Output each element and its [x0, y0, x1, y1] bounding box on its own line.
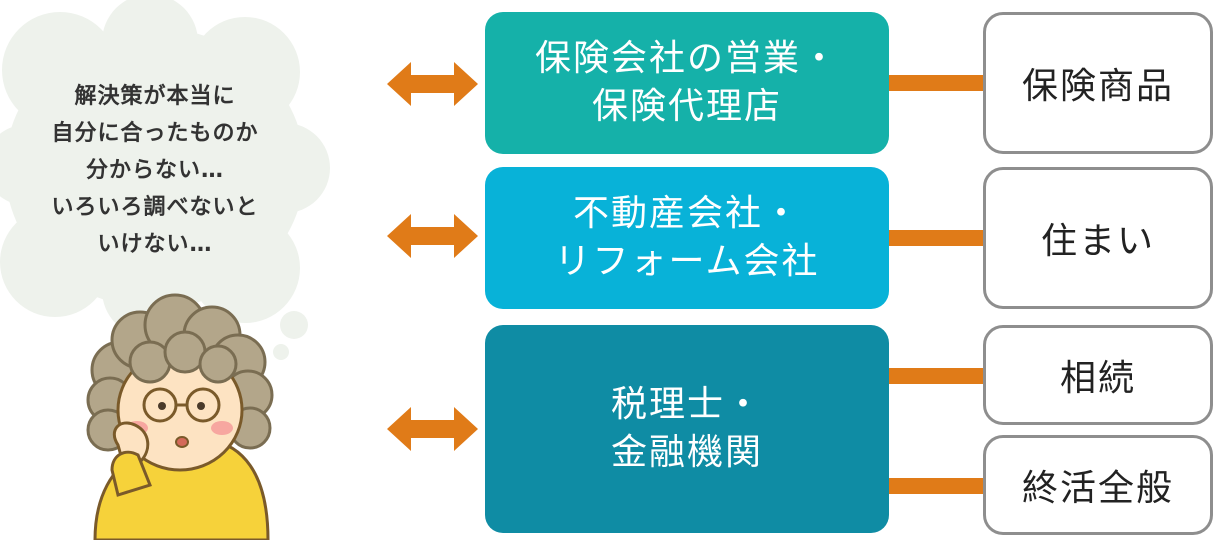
thought-line: 解決策が本当に	[74, 84, 236, 109]
thought-line: いろいろ調べないと	[51, 195, 259, 220]
advisor-box-real-estate: 不動産会社・ リフォーム会社	[485, 167, 889, 309]
advisor-box-insurance: 保険会社の営業・ 保険代理店	[485, 12, 889, 154]
thought-line: 自分に合ったものか	[51, 121, 259, 146]
thought-dot-small	[273, 344, 289, 360]
topic-tag-inheritance: 相続	[983, 325, 1213, 425]
worried-woman-illustration	[86, 293, 274, 540]
advisor-label: リフォーム会社	[554, 241, 820, 282]
advisor-label: 保険代理店	[591, 86, 782, 127]
topic-label: 住まい	[1040, 221, 1155, 262]
connector-line	[889, 478, 985, 494]
advisor-label: 金融機関	[610, 432, 763, 473]
connector-line	[889, 75, 985, 91]
topic-label: 保険商品	[1021, 66, 1174, 107]
topic-label: 終活全般	[1021, 468, 1174, 509]
thought-text: 解決策が本当に 自分に合ったものか 分からない… いろいろ調べないと いけない…	[20, 78, 290, 263]
connector-line	[889, 230, 985, 246]
advisor-label: 税理士・	[610, 384, 763, 425]
topic-tag-insurance-products: 保険商品	[983, 12, 1213, 154]
connector-line	[889, 368, 985, 384]
advisor-box-tax-finance: 税理士・ 金融機関	[485, 325, 889, 533]
double-arrow-icon	[387, 407, 478, 451]
double-arrow-icon	[387, 214, 478, 258]
double-arrow-icon	[387, 62, 478, 106]
topic-tag-end-of-life: 終活全般	[983, 435, 1213, 535]
thought-bubble	[0, 0, 330, 338]
topic-label: 相続	[1059, 358, 1136, 399]
topic-tag-housing: 住まい	[983, 167, 1213, 309]
thought-line: いけない…	[97, 232, 213, 257]
thought-line: 分からない…	[85, 158, 224, 183]
advisor-label: 保険会社の営業・	[534, 38, 839, 79]
advisor-label: 不動産会社・	[572, 193, 801, 234]
thought-dot-large	[280, 311, 308, 339]
